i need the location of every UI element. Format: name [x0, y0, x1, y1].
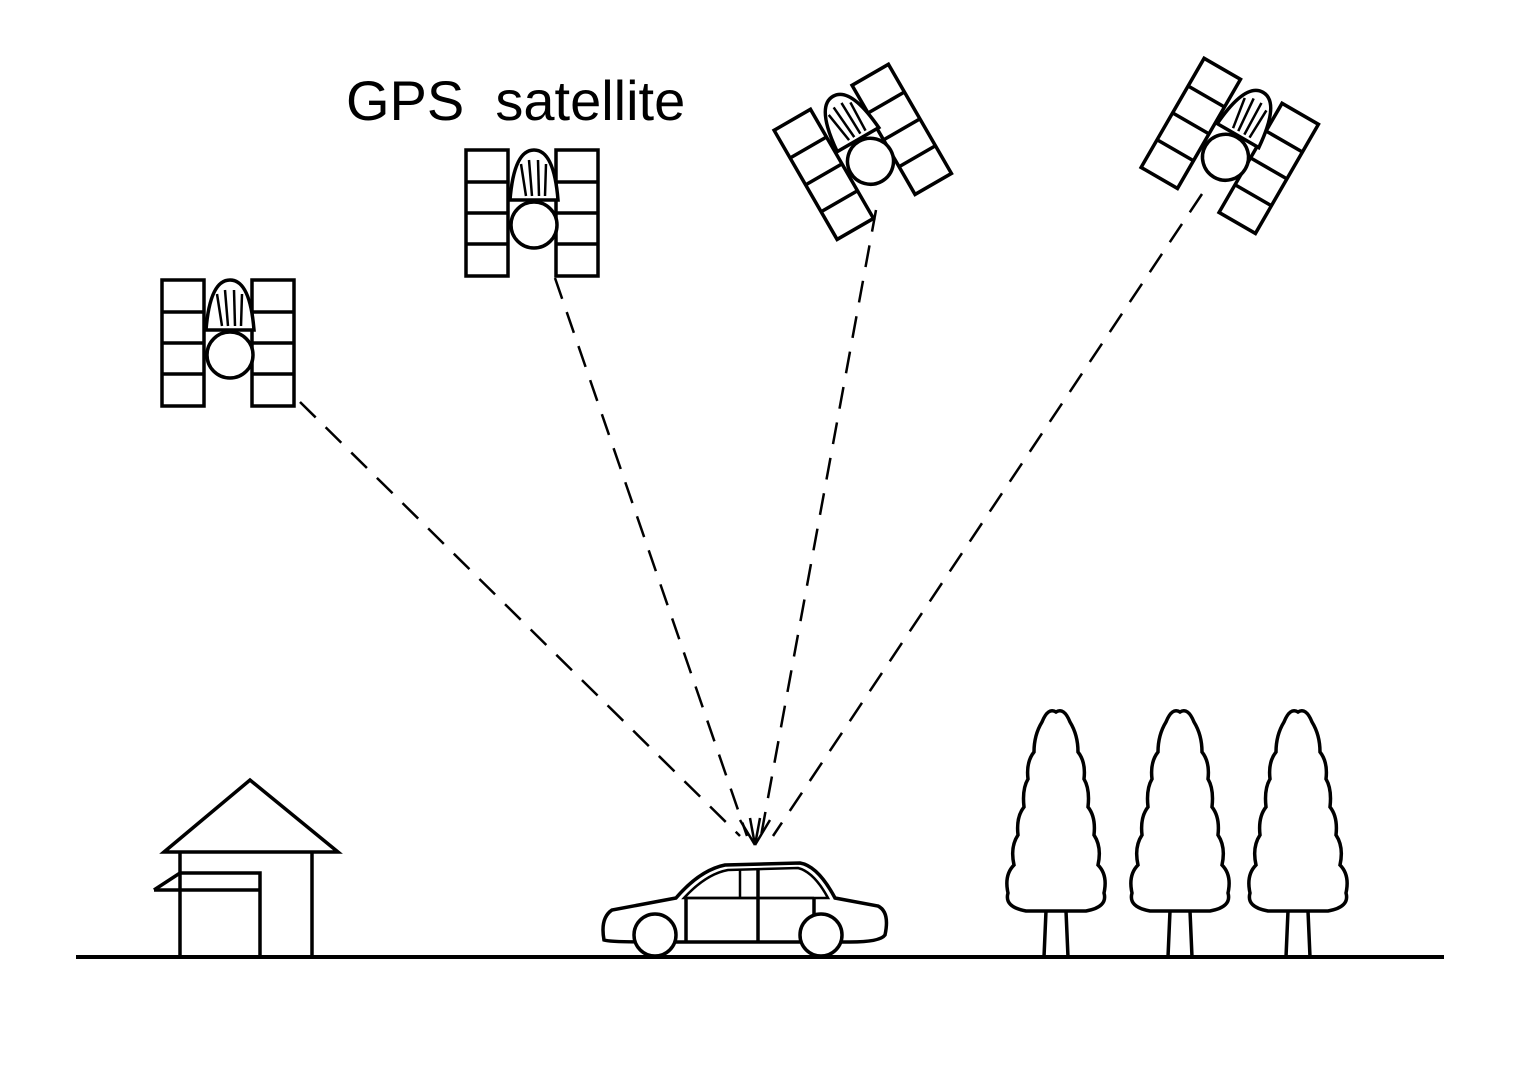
gps-satellite-label: GPS satellite	[346, 69, 685, 132]
satellite-icon	[772, 62, 954, 242]
tree-icon	[1005, 709, 1107, 959]
tree-icon	[1129, 709, 1231, 959]
satellite-icon	[1139, 56, 1321, 236]
signal-lines	[299, 193, 1204, 837]
tree-icon	[1247, 709, 1349, 959]
signal-line-2	[553, 277, 749, 837]
car-icon	[601, 861, 889, 958]
signal-line-1	[299, 401, 741, 837]
signal-arrowhead	[738, 817, 772, 846]
satellite-icon	[160, 278, 296, 408]
satellite-icon	[464, 148, 600, 278]
signal-line-4	[771, 193, 1204, 837]
house-icon	[153, 777, 343, 957]
signal-line-3	[759, 209, 878, 837]
